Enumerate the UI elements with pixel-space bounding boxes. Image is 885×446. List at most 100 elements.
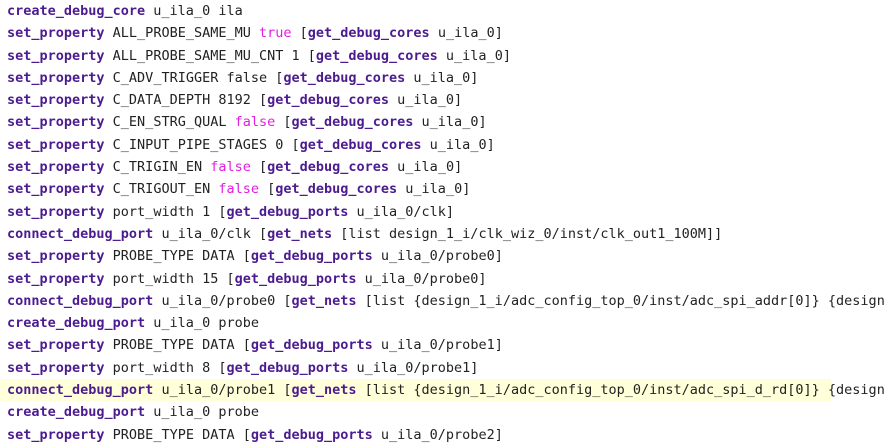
- code-text-token: C_TRIGIN_EN: [104, 159, 211, 176]
- tcl-command-token: get_debug_cores: [315, 47, 438, 64]
- code-line[interactable]: set_property C_DATA_DEPTH 8192 [get_debu…: [0, 89, 831, 111]
- code-line-current[interactable]: connect_debug_port u_ila_0/probe1 [get_n…: [0, 379, 885, 402]
- tcl-command-token: get_debug_cores: [283, 69, 406, 86]
- code-text-token: port_width 1 [: [104, 203, 227, 220]
- tcl-command-token: set_property: [7, 136, 105, 153]
- code-text-token: u_ila_0/clk]: [348, 203, 455, 220]
- tcl-command-token: get_debug_ports: [250, 337, 373, 354]
- code-line[interactable]: connect_debug_port u_ila_0/clk [get_nets…: [0, 223, 831, 245]
- code-text-token: [: [275, 114, 292, 131]
- code-text-token: C_TRIGOUT_EN: [104, 181, 219, 198]
- code-line[interactable]: set_property ALL_PROBE_SAME_MU_CNT 1 [ge…: [0, 45, 831, 67]
- tcl-command-token: set_property: [7, 181, 105, 198]
- code-line[interactable]: create_debug_port u_ila_0 probe: [0, 401, 831, 423]
- tcl-command-token: get_debug_cores: [267, 92, 390, 109]
- code-text-token: [: [250, 159, 268, 176]
- code-line[interactable]: set_property PROBE_TYPE DATA [get_debug_…: [0, 334, 831, 356]
- code-text-token: PROBE_TYPE DATA [: [104, 337, 251, 354]
- code-text-token: u_ila_0]: [389, 159, 463, 176]
- tcl-command-token: get_debug_ports: [226, 359, 349, 376]
- code-line[interactable]: set_property C_ADV_TRIGGER false [get_de…: [0, 67, 831, 89]
- code-text-token: u_ila_0]: [429, 25, 503, 42]
- code-text-token: u_ila_0/probe1]: [348, 359, 479, 376]
- code-text-token: PROBE_TYPE DATA [: [104, 426, 251, 443]
- tcl-command-token: set_property: [7, 114, 105, 131]
- code-line[interactable]: set_property port_width 15 [get_debug_po…: [0, 268, 831, 290]
- code-line[interactable]: set_property port_width 1 [get_debug_por…: [0, 201, 831, 223]
- code-text-token: u_ila_0]: [413, 114, 487, 131]
- code-line[interactable]: set_property PROBE_TYPE DATA [get_debug_…: [0, 245, 831, 267]
- tcl-command-token: get_debug_cores: [291, 114, 414, 131]
- tcl-command-token: set_property: [7, 337, 105, 354]
- code-text-token: [: [291, 25, 308, 42]
- code-text-token: u_ila_0 probe: [145, 315, 259, 332]
- tcl-command-token: get_debug_cores: [275, 181, 398, 198]
- code-line[interactable]: connect_debug_port u_ila_0/probe0 [get_n…: [0, 290, 885, 312]
- boolean-literal-token: false: [218, 181, 259, 198]
- code-text-token: u_ila_0/probe0 [: [153, 292, 292, 309]
- code-text-token: u_ila_0/clk [: [153, 225, 268, 242]
- code-text-token: u_ila_0/probe1 [: [153, 382, 292, 399]
- code-text-token: ALL_PROBE_SAME_MU: [104, 25, 259, 42]
- code-text-token: u_ila_0]: [397, 181, 471, 198]
- code-line[interactable]: set_property C_EN_STRG_QUAL false [get_d…: [0, 111, 831, 133]
- code-line[interactable]: set_property C_TRIGIN_EN false [get_debu…: [0, 156, 831, 178]
- code-text-token: u_ila_0]: [389, 92, 463, 109]
- code-text-token: u_ila_0 ila: [145, 3, 243, 19]
- tcl-command-token: get_nets: [291, 292, 357, 309]
- code-text-token: u_ila_0/probe1]: [372, 337, 503, 354]
- tcl-command-token: get_debug_ports: [250, 426, 373, 443]
- boolean-literal-token: true: [258, 25, 292, 42]
- tcl-command-token: get_debug_ports: [250, 248, 373, 265]
- tcl-command-token: set_property: [7, 270, 105, 287]
- code-text-token: u_ila_0 probe: [145, 404, 259, 421]
- code-text-token: C_DATA_DEPTH 8192 [: [104, 92, 268, 109]
- code-line[interactable]: create_debug_core u_ila_0 ila: [0, 0, 831, 22]
- code-line[interactable]: create_debug_port u_ila_0 probe: [0, 312, 831, 334]
- code-line[interactable]: set_property C_TRIGOUT_EN false [get_deb…: [0, 178, 831, 200]
- tcl-command-token: set_property: [7, 203, 105, 220]
- code-text-token: [list {design_1_i/adc_config_top_0/inst/…: [356, 382, 885, 399]
- tcl-command-token: get_nets: [267, 225, 333, 242]
- tcl-command-token: get_nets: [291, 382, 357, 399]
- code-text-token: [list {design_1_i/adc_config_top_0/inst/…: [356, 292, 885, 309]
- tcl-command-token: get_debug_ports: [234, 270, 357, 287]
- tcl-command-token: get_debug_cores: [299, 136, 422, 153]
- code-text-token: u_ila_0/probe2]: [372, 426, 503, 443]
- tcl-command-token: create_debug_core: [7, 3, 146, 19]
- code-line[interactable]: set_property PROBE_TYPE DATA [get_debug_…: [0, 424, 831, 446]
- tcl-command-token: set_property: [7, 426, 105, 443]
- code-text-token: u_ila_0/probe0]: [372, 248, 503, 265]
- tcl-command-token: set_property: [7, 159, 105, 176]
- code-text-token: ALL_PROBE_SAME_MU_CNT 1 [: [104, 47, 316, 64]
- code-text-token: u_ila_0/probe0]: [356, 270, 487, 287]
- code-line[interactable]: set_property port_width 8 [get_debug_por…: [0, 357, 831, 379]
- code-line[interactable]: set_property C_INPUT_PIPE_STAGES 0 [get_…: [0, 134, 831, 156]
- tcl-command-token: create_debug_port: [7, 404, 146, 421]
- code-text-token: [: [258, 181, 276, 198]
- code-text-token: port_width 8 [: [104, 359, 227, 376]
- code-text-token: port_width 15 [: [104, 270, 235, 287]
- tcl-command-token: connect_debug_port: [7, 225, 154, 242]
- tcl-command-token: set_property: [7, 248, 105, 265]
- code-text-token: u_ila_0]: [437, 47, 511, 64]
- code-text-token: u_ila_0]: [405, 69, 479, 86]
- tcl-command-token: get_debug_ports: [226, 203, 349, 220]
- boolean-literal-token: false: [210, 159, 251, 176]
- tcl-command-token: get_debug_cores: [267, 159, 390, 176]
- code-text-token: PROBE_TYPE DATA [: [104, 248, 251, 265]
- boolean-literal-token: false: [234, 114, 276, 131]
- tcl-command-token: get_debug_cores: [307, 25, 430, 42]
- tcl-command-token: create_debug_port: [7, 315, 146, 332]
- code-text-token: u_ila_0]: [421, 136, 495, 153]
- tcl-command-token: set_property: [7, 69, 105, 86]
- code-text-token: C_INPUT_PIPE_STAGES 0 [: [104, 136, 300, 153]
- tcl-command-token: connect_debug_port: [7, 382, 154, 399]
- code-text-token: [list design_1_i/clk_wiz_0/inst/clk_out1…: [332, 225, 723, 242]
- code-text-token: C_EN_STRG_QUAL: [104, 114, 235, 131]
- tcl-command-token: set_property: [7, 47, 105, 64]
- code-text-token: C_ADV_TRIGGER false [: [104, 69, 284, 86]
- code-line[interactable]: set_property ALL_PROBE_SAME_MU true [get…: [0, 22, 831, 44]
